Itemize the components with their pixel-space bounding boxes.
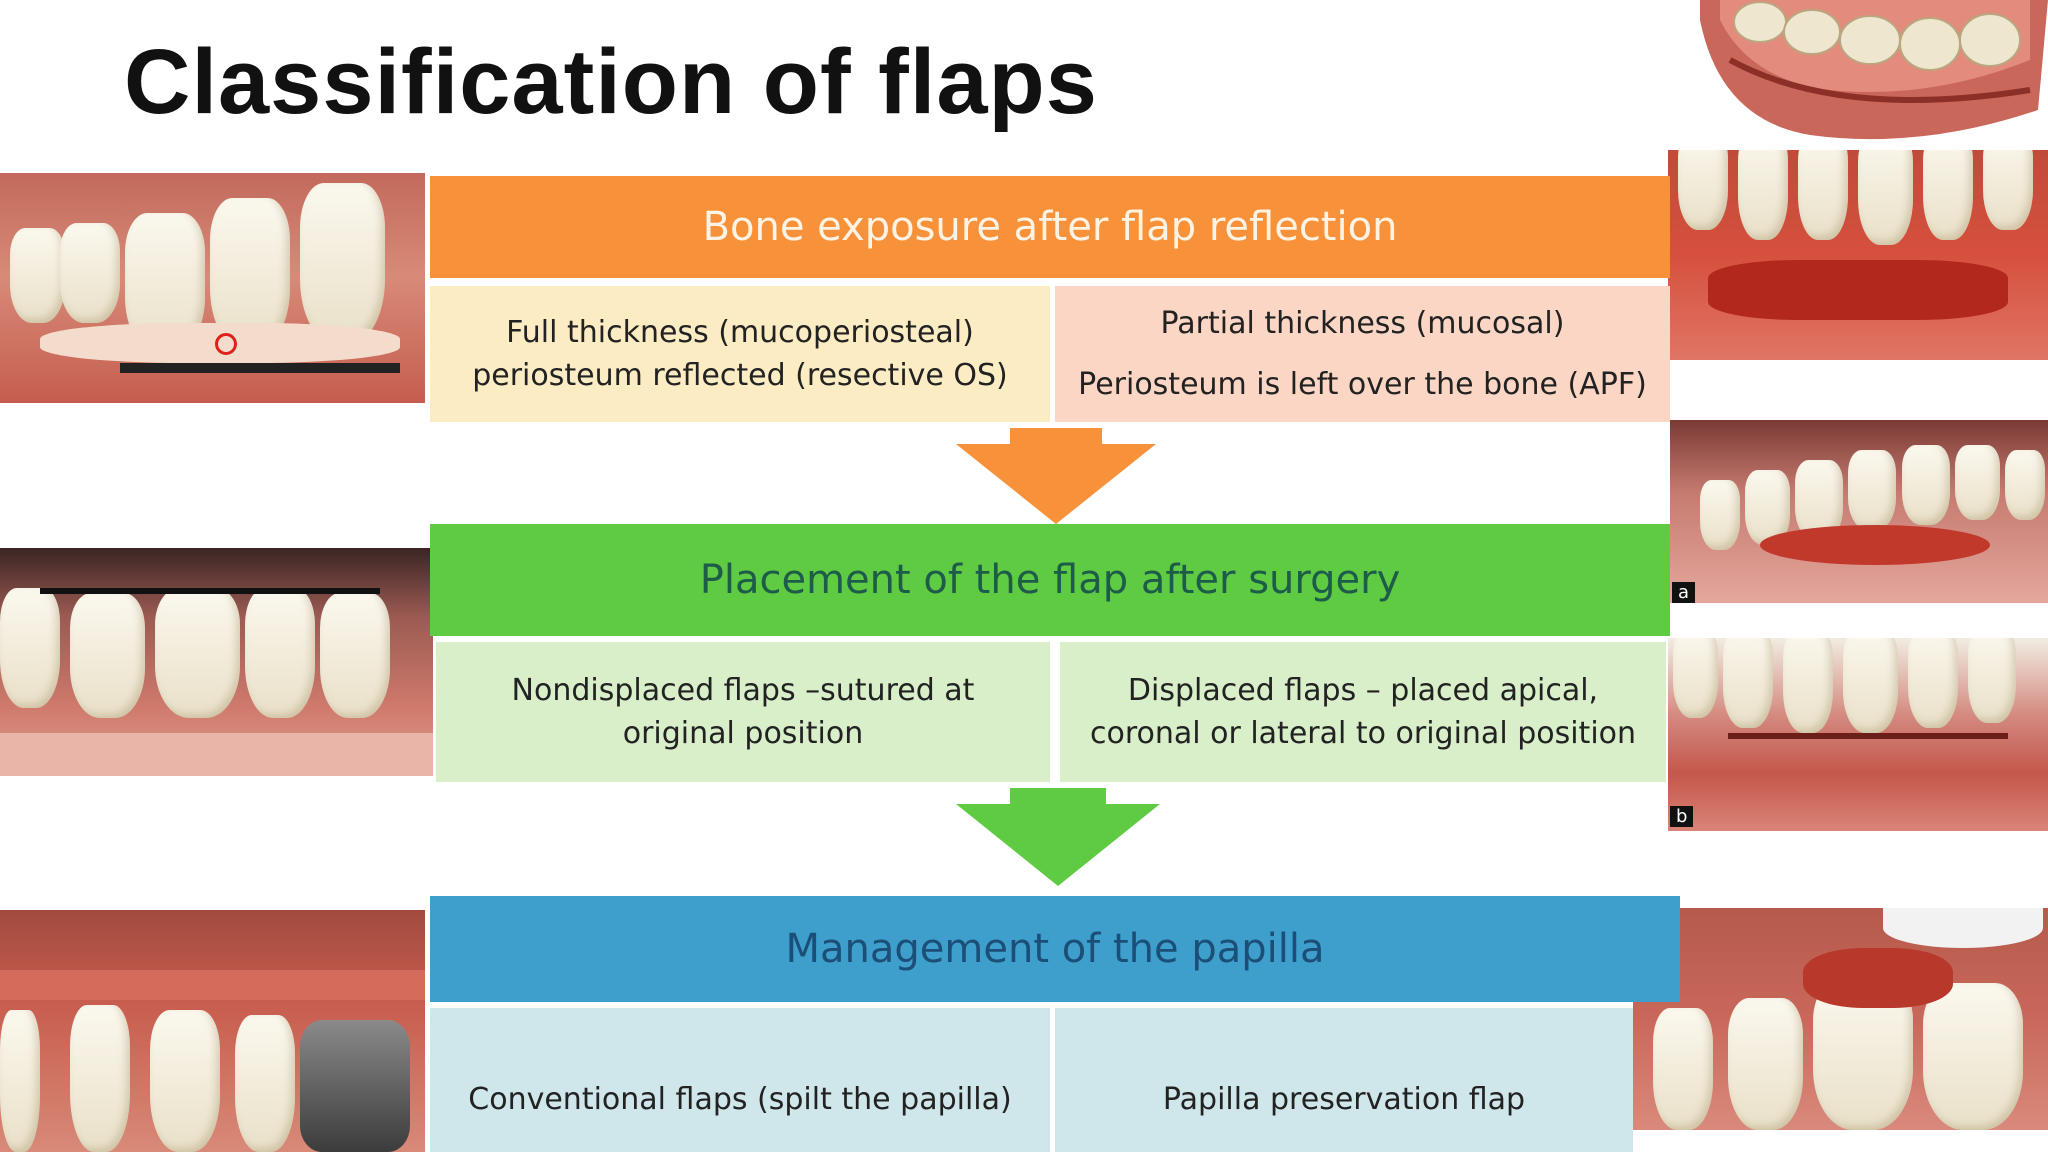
- section-2-left-line-2: original position: [622, 716, 864, 751]
- section-3-left-cell: Conventional flaps (spilt the papilla): [430, 1008, 1050, 1152]
- section-3-right-cell: Papilla preservation flap: [1055, 1008, 1633, 1152]
- section-1-left-cell: Full thickness (mucoperiosteal) perioste…: [430, 286, 1050, 422]
- section-2-heading: Placement of the flap after surgery: [430, 524, 1670, 636]
- jaw-illustration: [1690, 0, 2048, 150]
- section-3-heading-text: Management of the papilla: [785, 926, 1325, 972]
- section-2-heading-text: Placement of the flap after surgery: [699, 557, 1401, 603]
- photo-displaced-flap-a: a: [1670, 420, 2048, 603]
- section-1-left-line-2: periosteum reflected (resective OS): [472, 358, 1008, 393]
- arrow-down-icon: [956, 444, 1156, 524]
- section-2-left-line-1: Nondisplaced flaps –sutured at: [511, 672, 975, 708]
- section-1-right-line-1: Partial thickness (mucosal): [1160, 305, 1565, 341]
- section-1-right-cell: Partial thickness (mucosal) Periosteum i…: [1055, 286, 1670, 422]
- photo-full-thickness-flap: [0, 173, 425, 403]
- section-1-right-line-2: Periosteum is left over the bone (APF): [1078, 367, 1647, 402]
- section-3-heading: Management of the papilla: [430, 896, 1680, 1002]
- arrow-down-icon: [1010, 788, 1106, 806]
- arrow-down-icon: [1010, 428, 1102, 446]
- photo-displaced-flap-b: b: [1668, 638, 2048, 831]
- section-2-right-line-1: Displaced flaps – placed apical,: [1127, 672, 1599, 708]
- section-1-heading-text: Bone exposure after flap reflection: [702, 204, 1398, 250]
- section-3-right-line-1: Papilla preservation flap: [1162, 1082, 1526, 1118]
- photo-papilla-preservation: [1633, 908, 2048, 1130]
- figure-label-b: b: [1670, 806, 1694, 827]
- section-2-left-cell: Nondisplaced flaps –sutured at original …: [436, 642, 1050, 782]
- section-3-left-line-1: Conventional flaps (spilt the papilla): [468, 1082, 1012, 1118]
- slide-title: Classification of flaps: [124, 31, 1098, 133]
- section-2-right-cell: Displaced flaps – placed apical, coronal…: [1060, 642, 1666, 782]
- arrow-down-icon: [956, 804, 1160, 886]
- section-1-heading: Bone exposure after flap reflection: [430, 176, 1670, 278]
- figure-label-a: a: [1672, 582, 1696, 603]
- section-2-right-line-2: coronal or lateral to original position: [1089, 716, 1637, 751]
- photo-conventional-flap: [0, 910, 425, 1152]
- section-1-left-line-1: Full thickness (mucoperiosteal): [506, 314, 974, 350]
- photo-nondisplaced-flap: [0, 548, 433, 776]
- photo-partial-thickness-flap: [1668, 150, 2048, 360]
